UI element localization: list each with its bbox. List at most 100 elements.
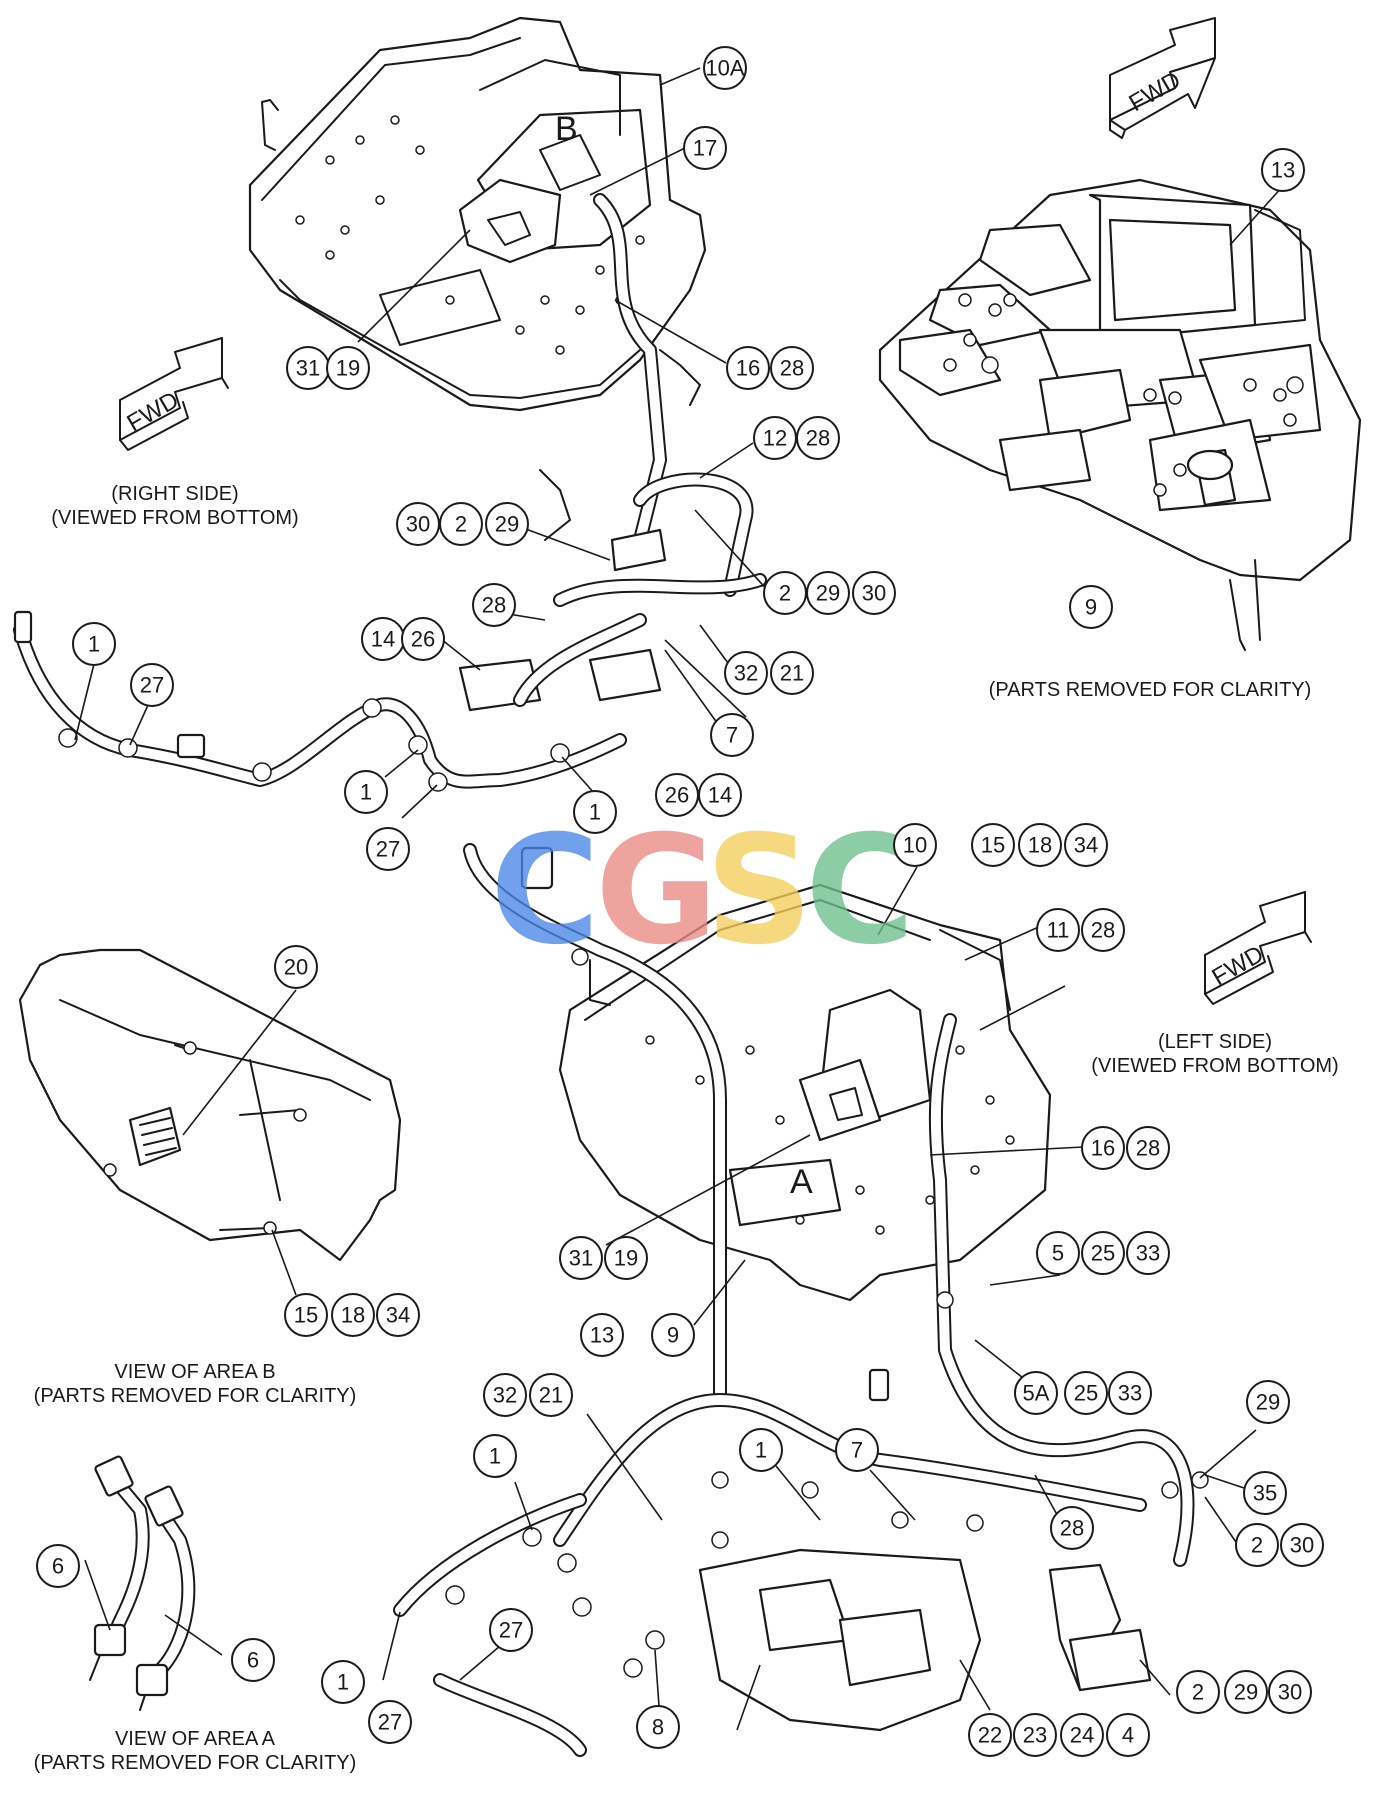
callout-number: 20 — [284, 955, 308, 980]
area-a-caption: VIEW OF AREA A (PARTS REMOVED FOR CLARIT… — [15, 1727, 375, 1775]
callout-number: 14 — [371, 627, 395, 652]
callout-balloon: 2 — [439, 502, 483, 546]
left-side-caption: (LEFT SIDE) (VIEWED FROM BOTTOM) — [1070, 1030, 1360, 1078]
callout-balloon: 25 — [1081, 1231, 1125, 1275]
callout-balloon: 16 — [726, 346, 770, 390]
callout-balloon: 28 — [1126, 1126, 1170, 1170]
callout-number: 33 — [1118, 1381, 1142, 1406]
callout-circle — [1064, 823, 1108, 867]
callout-circle — [483, 1373, 527, 1417]
callout-circle — [1176, 1670, 1220, 1714]
callout-number: 4 — [1122, 1723, 1134, 1748]
lower-harness — [393, 843, 1209, 1757]
callout-circle — [439, 502, 483, 546]
callout-balloon: 30 — [1280, 1523, 1324, 1567]
callout-balloon: 19 — [604, 1236, 648, 1280]
callout-balloon: 2 — [763, 571, 807, 615]
area-b-view — [18, 948, 402, 1262]
callout-balloon: 7 — [710, 713, 754, 757]
callout-circle — [559, 1236, 603, 1280]
callout-circle — [1014, 1371, 1058, 1415]
callout-circle — [806, 571, 850, 615]
callout-balloon: 1 — [473, 1434, 517, 1478]
callout-balloon: 28 — [472, 583, 516, 627]
callout-number: 19 — [336, 356, 360, 381]
callout-balloon: 7 — [835, 1428, 879, 1472]
callout-number: 1 — [360, 780, 372, 805]
callout-number: 7 — [851, 1438, 863, 1463]
callout-number: 5 — [1052, 1241, 1064, 1266]
callout-circle — [1069, 585, 1113, 629]
callout-balloon: 11 — [1036, 908, 1080, 952]
callout-circle — [1036, 1231, 1080, 1275]
callout-number: 2 — [455, 512, 467, 537]
callout-number: 28 — [1136, 1136, 1160, 1161]
callout-balloon: 29 — [1246, 1380, 1290, 1424]
callout-circle — [1268, 1670, 1312, 1714]
callout-balloon: 29 — [806, 571, 850, 615]
callout-circle — [331, 1293, 375, 1337]
callout-number: 30 — [1278, 1680, 1302, 1705]
area-b-title: VIEW OF AREA B — [114, 1361, 276, 1383]
callout-balloon: 2 — [1235, 1523, 1279, 1567]
callout-number: 12 — [763, 426, 787, 451]
watermark-letter-3: S — [705, 804, 813, 978]
callout-balloon: 31 — [286, 346, 330, 390]
callout-circle — [1018, 823, 1062, 867]
parts-removed-caption-top: (PARTS REMOVED FOR CLARITY) — [960, 678, 1340, 702]
callout-number: 31 — [296, 356, 320, 381]
callout-balloon: 26 — [655, 773, 699, 817]
callout-number: 34 — [1074, 833, 1098, 858]
callout-number: 30 — [1290, 1533, 1314, 1558]
callout-number: 21 — [780, 661, 804, 686]
callout-circle — [971, 823, 1015, 867]
callout-balloon: 6 — [231, 1638, 275, 1682]
callout-balloon: 1 — [321, 1660, 365, 1704]
callout-balloon: 17 — [683, 126, 727, 170]
parts-removed-top-text: (PARTS REMOVED FOR CLARITY) — [988, 679, 1312, 701]
area-a-view — [89, 1455, 196, 1711]
callout-circle — [485, 502, 529, 546]
fwd-arrow-lower-right: FWD — [1204, 891, 1312, 1005]
callout-circle — [1050, 1506, 1094, 1550]
callout-number: 30 — [862, 581, 886, 606]
left-side-subtitle: (VIEWED FROM BOTTOM) — [1091, 1055, 1339, 1077]
callout-number: 35 — [1253, 1481, 1277, 1506]
callout-circle — [72, 622, 116, 666]
callout-balloon: 32 — [724, 651, 768, 695]
callout-balloon: 15 — [971, 823, 1015, 867]
callout-balloon: 23 — [1013, 1713, 1057, 1757]
callout-balloon: 9 — [651, 1313, 695, 1357]
callout-circle — [1243, 1471, 1287, 1515]
callout-balloon: 1 — [344, 770, 388, 814]
callout-circle — [274, 945, 318, 989]
area-b-caption: VIEW OF AREA B (PARTS REMOVED FOR CLARIT… — [15, 1360, 375, 1408]
callout-circle — [683, 126, 727, 170]
callout-number: 29 — [495, 512, 519, 537]
callout-balloon: 30 — [852, 571, 896, 615]
callout-number: 13 — [590, 1323, 614, 1348]
callout-circle — [473, 1434, 517, 1478]
callout-balloon: 27 — [489, 1608, 533, 1652]
left-side-title: (LEFT SIDE) — [1157, 1031, 1273, 1053]
callout-balloon: 20 — [274, 945, 318, 989]
callout-number: 32 — [493, 1383, 517, 1408]
callout-balloon: 27 — [130, 663, 174, 707]
callout-number: 33 — [1136, 1241, 1160, 1266]
callout-number: 16 — [736, 356, 760, 381]
callout-circle — [1235, 1523, 1279, 1567]
callout-number: 29 — [1234, 1680, 1258, 1705]
callout-number: 25 — [1074, 1381, 1098, 1406]
callout-balloon: 18 — [331, 1293, 375, 1337]
callout-number: 22 — [978, 1723, 1002, 1748]
callout-circle — [710, 713, 754, 757]
callout-circle — [739, 1428, 783, 1472]
callout-balloon: 13 — [580, 1313, 624, 1357]
callout-number: 7 — [726, 723, 738, 748]
callout-number: 18 — [1028, 833, 1052, 858]
callout-circle — [703, 46, 747, 90]
callout-circle — [1064, 1371, 1108, 1415]
watermark-letter-1: C — [490, 804, 600, 978]
callout-balloon: 28 — [796, 416, 840, 460]
